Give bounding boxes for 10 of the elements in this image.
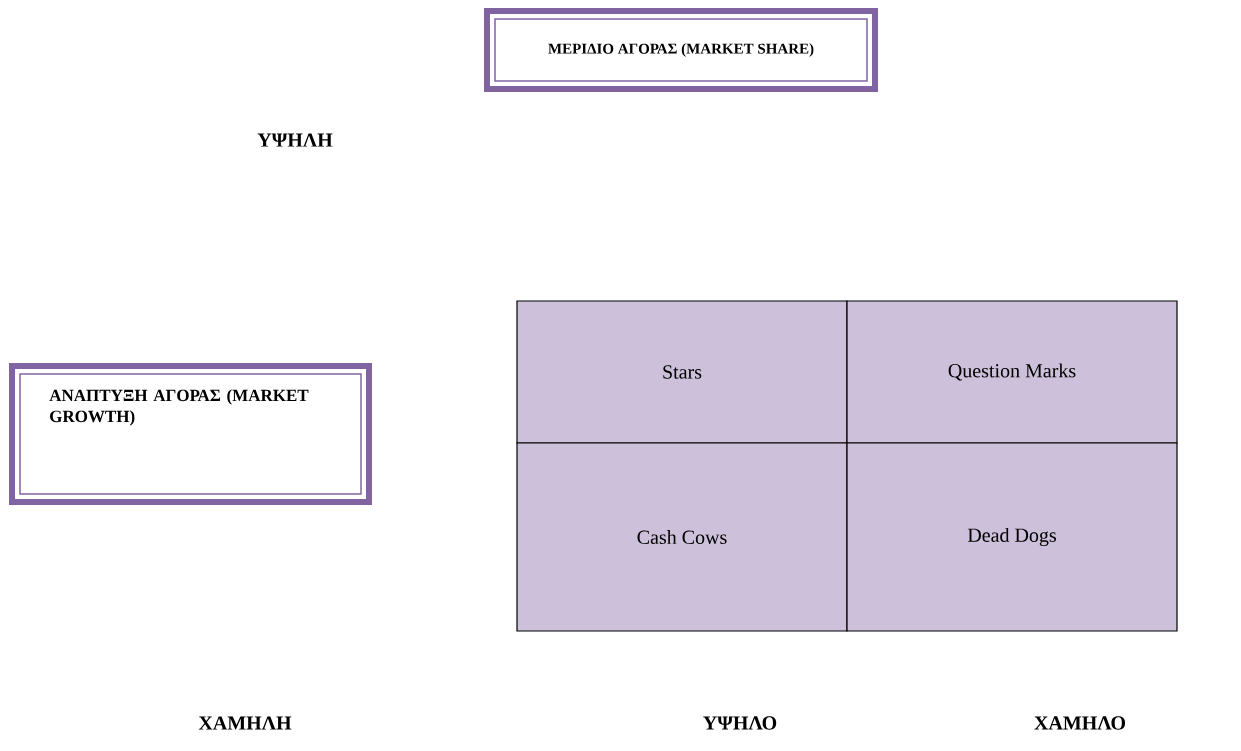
matrix-cell: Question Marks: [846, 300, 1178, 444]
axis-label: ΧΑΜΗΛΗ: [198, 716, 292, 730]
axis-label: ΥΨΗΛΗ: [257, 133, 333, 147]
matrix-cell: Dead Dogs: [846, 442, 1178, 632]
framed-box: ΜΕΡΙΔΙΟ ΑΓΟΡΑΣ (MARKET SHARE): [484, 8, 878, 92]
axis-label: ΥΨΗΛΟ: [703, 716, 777, 730]
axis-label: ΧΑΜΗΛΟ: [1034, 716, 1126, 730]
matrix-cell: Cash Cows: [516, 442, 848, 632]
framed-box: ΑΝΑΠΤΥΞΗ ΑΓΟΡΑΣ (MARKET GROWTH): [9, 363, 372, 505]
matrix-cell: Stars: [516, 300, 848, 444]
